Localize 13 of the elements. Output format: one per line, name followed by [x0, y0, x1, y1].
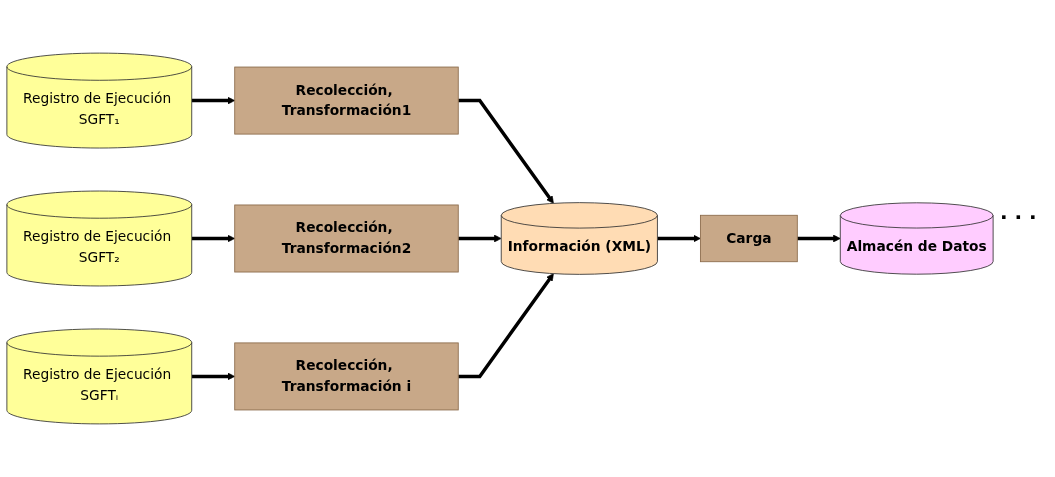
node-box: Recolección, Transformación i: [234, 342, 459, 411]
arrow: [191, 372, 236, 381]
arrow: [458, 98, 554, 204]
arrow: [191, 96, 236, 105]
arrow: [458, 234, 502, 243]
node-box: Recolección, Transformación2: [234, 204, 459, 273]
arrow: [191, 234, 236, 243]
node-box: Recolección, Transformación1: [234, 66, 459, 135]
arrow: [458, 273, 554, 379]
ellipsis-text: . . .: [1000, 200, 1038, 224]
arrow: [797, 234, 841, 243]
arrow: [657, 234, 701, 243]
node-box: Carga: [700, 214, 798, 263]
